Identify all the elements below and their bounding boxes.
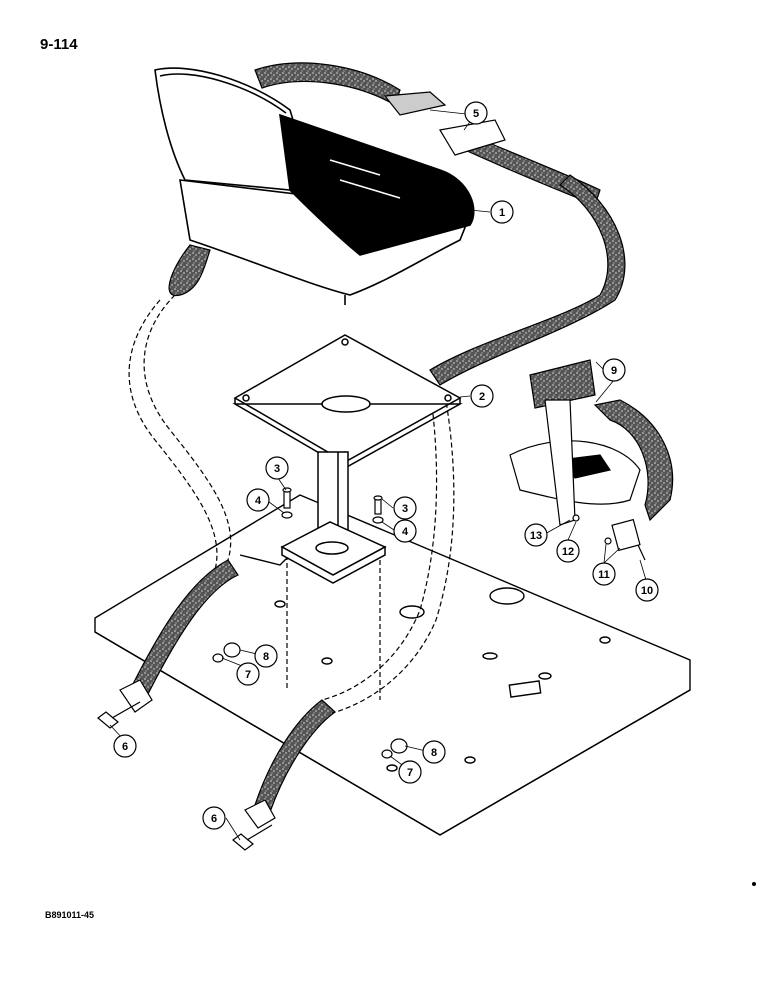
callout-6-right: 6 bbox=[202, 806, 226, 830]
callout-label: 3 bbox=[402, 503, 408, 515]
callout-6-left: 6 bbox=[113, 734, 137, 758]
callout-8-left: 8 bbox=[254, 644, 278, 668]
callout-label: 6 bbox=[122, 741, 128, 753]
callout-label: 8 bbox=[263, 651, 269, 663]
callout-label: 11 bbox=[598, 569, 610, 581]
seat bbox=[154, 67, 475, 305]
belt-routing-dashed bbox=[128, 294, 455, 714]
callout-11: 11 bbox=[592, 562, 616, 586]
callout-1: 1 bbox=[490, 200, 514, 224]
callout-9: 9 bbox=[602, 358, 626, 382]
callout-label: 2 bbox=[479, 391, 485, 403]
callout-label: 7 bbox=[245, 669, 251, 681]
callout-8-right: 8 bbox=[422, 740, 446, 764]
fasteners bbox=[97, 487, 408, 851]
inset-anchor-detail bbox=[509, 359, 674, 561]
callout-label: 4 bbox=[255, 495, 262, 507]
callout-label: 10 bbox=[641, 585, 653, 597]
callout-label: 1 bbox=[499, 207, 505, 219]
callout-label: 9 bbox=[611, 365, 617, 377]
callout-label: 12 bbox=[562, 546, 574, 558]
callout-label: 5 bbox=[473, 108, 479, 120]
drawing-id: B891011-45 bbox=[45, 910, 95, 920]
callout-3-right: 3 bbox=[393, 496, 417, 520]
stray-mark bbox=[752, 882, 756, 886]
callout-label: 8 bbox=[431, 747, 437, 759]
callout-7-right: 7 bbox=[398, 760, 422, 784]
seat-belt bbox=[119, 62, 626, 829]
callout-4-right: 4 bbox=[393, 519, 417, 543]
callout-7-left: 7 bbox=[236, 662, 260, 686]
callout-label: 7 bbox=[407, 767, 413, 779]
callout-10: 10 bbox=[635, 578, 659, 602]
callout-4-left: 4 bbox=[246, 488, 270, 512]
callout-5: 5 bbox=[464, 101, 488, 125]
callout-label: 3 bbox=[274, 463, 280, 475]
callout-label: 13 bbox=[530, 530, 542, 542]
page-number: 9-114 bbox=[40, 36, 78, 53]
floor-plate bbox=[94, 494, 691, 836]
callout-label: 4 bbox=[402, 526, 409, 538]
callout-2: 2 bbox=[470, 384, 494, 408]
callout-3-left: 3 bbox=[265, 456, 289, 480]
seat-mount bbox=[232, 334, 463, 584]
callout-12: 12 bbox=[556, 539, 580, 563]
callout-label: 6 bbox=[211, 813, 217, 825]
callout-13: 13 bbox=[524, 523, 548, 547]
